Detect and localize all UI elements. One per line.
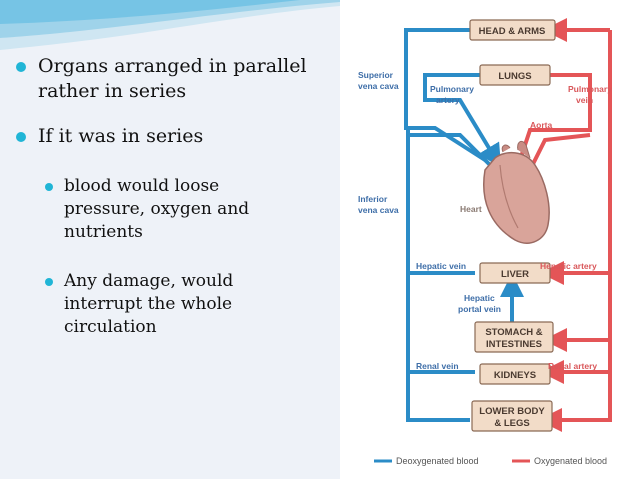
organ-liver: LIVER	[479, 262, 551, 284]
label-hepatic-artery: Hepatic artery	[540, 261, 597, 271]
organ-label: LIVER	[501, 269, 529, 280]
organ-label: & LEGS	[494, 418, 529, 429]
organ-lungs: LUNGS	[479, 64, 551, 86]
label-pulmonary-vein: Pulmonary	[568, 84, 612, 94]
sub-bullet-text: blood would loose pressure, oxygen and n…	[64, 176, 250, 242]
organ-label: INTESTINES	[486, 339, 542, 350]
bullet-icon	[45, 278, 53, 286]
label-hepatic-vein: Hepatic vein	[416, 261, 466, 271]
organ-lower-body-legs: LOWER BODY & LEGS	[471, 400, 553, 432]
bullet-item: Organs arranged in parallel rather in se…	[14, 54, 334, 104]
label-superior-vena-cava: Superior	[358, 70, 394, 80]
label-pulmonary-artery: artery	[436, 95, 460, 105]
sub-bullet-item: blood would loose pressure, oxygen and n…	[42, 175, 264, 244]
label-renal-vein: Renal vein	[416, 361, 459, 371]
organ-stomach-intestines: STOMACH & INTESTINES	[474, 321, 554, 353]
label-hepatic-portal-vein: Hepatic	[464, 293, 495, 303]
label-pulmonary-artery: Pulmonary	[430, 84, 474, 94]
label-inferior-vena-cava: Inferior	[358, 194, 388, 204]
text-panel: Organs arranged in parallel rather in se…	[0, 0, 340, 479]
organ-label: HEAD & ARMS	[479, 26, 546, 37]
legend: Deoxygenated blood Oxygenated blood	[374, 456, 607, 466]
legend-label-oxygenated: Oxygenated blood	[534, 456, 607, 466]
decorative-wave	[0, 0, 340, 50]
organ-label: STOMACH &	[485, 327, 542, 338]
label-hepatic-portal-vein: portal vein	[458, 304, 501, 314]
bullet-text: Organs arranged in parallel rather in se…	[38, 55, 307, 102]
organ-label: LUNGS	[498, 71, 531, 82]
sub-bullet-text: Any damage, would interrupt the whole ci…	[64, 271, 234, 337]
organ-kidneys: KIDNEYS	[479, 363, 551, 385]
legend-label-deoxygenated: Deoxygenated blood	[396, 456, 479, 466]
bullet-icon	[45, 183, 53, 191]
organ-label: LOWER BODY	[479, 406, 545, 417]
oxygenated-vessels	[518, 18, 612, 432]
bullet-text: If it was in series	[38, 125, 204, 147]
label-inferior-vena-cava: vena cava	[358, 205, 399, 215]
circulation-diagram: HEAD & ARMS LUNGS LIVER STOMACH & INTEST…	[358, 18, 612, 466]
organ-head-arms: HEAD & ARMS	[469, 19, 556, 41]
organ-label: KIDNEYS	[494, 370, 536, 381]
heart-icon	[483, 140, 550, 244]
bullet-icon	[16, 132, 26, 142]
bullet-icon	[16, 62, 26, 72]
label-superior-vena-cava: vena cava	[358, 81, 399, 91]
label-heart: Heart	[460, 204, 482, 214]
label-pulmonary-vein: vein	[576, 95, 593, 105]
bullet-list: Organs arranged in parallel rather in se…	[14, 54, 334, 339]
sub-bullet-item: Any damage, would interrupt the whole ci…	[42, 270, 264, 339]
bullet-item: If it was in series	[14, 124, 334, 149]
label-renal-artery: Renal artery	[548, 361, 597, 371]
label-aorta: Aorta	[530, 120, 552, 130]
